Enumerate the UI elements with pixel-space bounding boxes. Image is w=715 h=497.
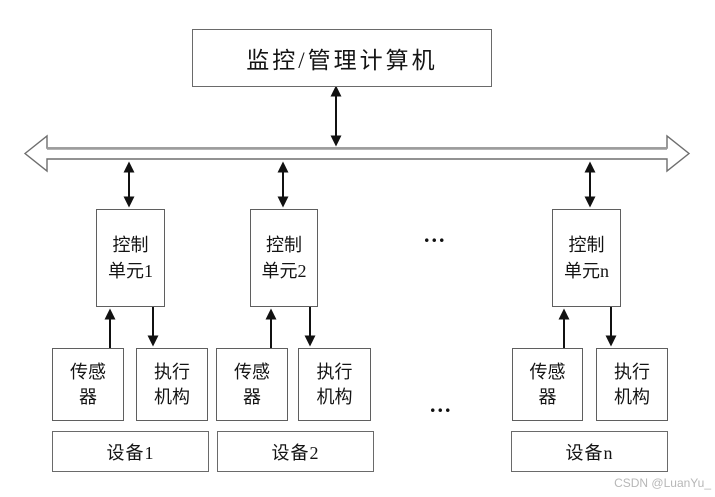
- sensor-label: 器: [538, 386, 557, 407]
- control-unit-label: 控制: [112, 235, 149, 255]
- device-box-n: 设备n: [511, 431, 668, 472]
- csdn-watermark: CSDN @LuanYu_: [614, 476, 711, 490]
- control-unit-label: 单元1: [108, 261, 153, 281]
- sensor-label: 传感: [234, 361, 270, 382]
- actuator-box-2: 执行 机构: [298, 348, 371, 421]
- actuator-label: 机构: [614, 386, 650, 407]
- device-box-1: 设备1: [52, 431, 209, 472]
- control-unit-label: 单元n: [564, 261, 609, 281]
- sensor-label: 传感: [529, 361, 566, 382]
- device-label: 设备1: [106, 442, 155, 463]
- control-unit-box-n: 控制 单元n: [552, 209, 621, 307]
- control-unit-label: 单元2: [261, 261, 307, 281]
- device-label: 设备2: [271, 442, 320, 463]
- control-unit-box-1: 控制 单元1: [96, 209, 165, 307]
- control-unit-label: 控制: [266, 235, 302, 255]
- sensor-box-1: 传感 器: [52, 348, 124, 421]
- bus-double-arrow: [23, 134, 691, 173]
- sensor-label: 器: [243, 386, 261, 407]
- monitor-computer-box: 监控/管理计算机: [192, 29, 492, 87]
- sensor-box-n: 传感 器: [512, 348, 583, 421]
- sensor-box-2: 传感 器: [216, 348, 288, 421]
- sensor-label: 器: [79, 386, 97, 407]
- actuator-label: 机构: [154, 386, 190, 407]
- monitor-computer-label: 监控/管理计算机: [246, 48, 438, 73]
- control-unit-label: 控制: [568, 235, 605, 255]
- actuator-label: 执行: [614, 361, 650, 382]
- actuator-box-n: 执行 机构: [596, 348, 668, 421]
- control-unit-box-2: 控制 单元2: [250, 209, 318, 307]
- ellipsis-bottom: ...: [430, 392, 453, 417]
- actuator-box-1: 执行 机构: [136, 348, 208, 421]
- sensor-label: 传感: [70, 361, 106, 382]
- actuator-label: 机构: [316, 386, 353, 407]
- actuator-label: 执行: [316, 361, 353, 382]
- device-label: 设备n: [565, 442, 614, 463]
- actuator-label: 执行: [154, 361, 190, 382]
- device-box-2: 设备2: [217, 431, 374, 472]
- ellipsis-top: ...: [424, 222, 447, 247]
